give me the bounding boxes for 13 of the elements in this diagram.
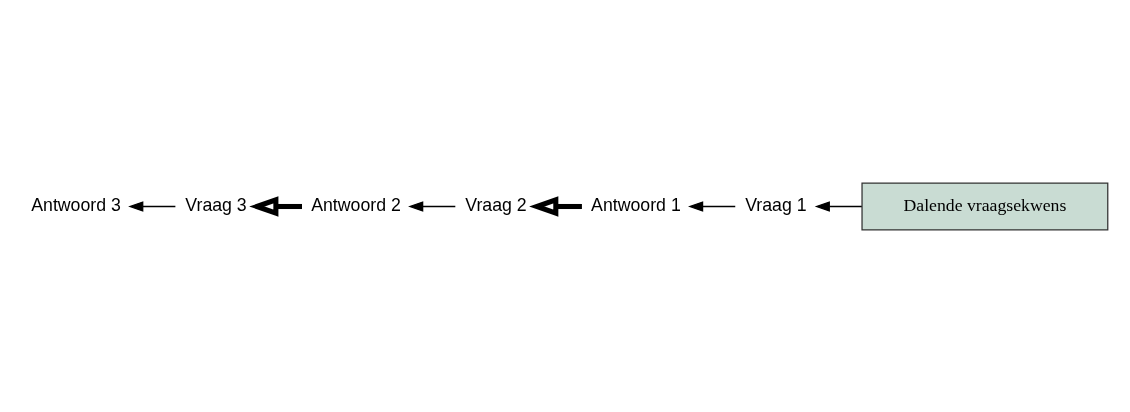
node-text: Antwoord 2 [311,194,401,215]
arrow [814,200,863,212]
arrow [529,195,582,217]
node-text: Vraag 2 [465,194,527,215]
node-box: Dalende vraagsekwens [861,181,1109,231]
node-text: Antwoord 3 [31,194,121,215]
arrow [688,200,736,212]
arrow [128,200,177,212]
node-text: Vraag 1 [745,194,807,215]
node-text: Vraag 3 [185,194,247,215]
node-text: Antwoord 1 [591,194,681,215]
arrow [408,200,456,212]
arrow [249,195,302,217]
